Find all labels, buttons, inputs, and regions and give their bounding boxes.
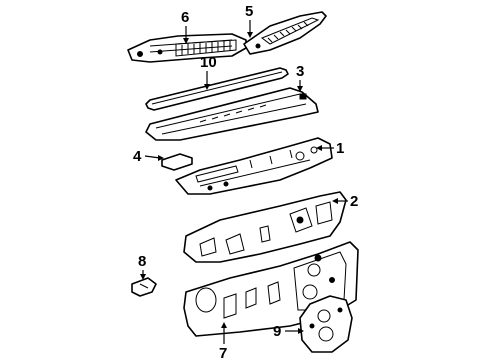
callout-6: 6 bbox=[181, 9, 189, 44]
svg-text:2: 2 bbox=[350, 193, 358, 210]
callout-2: 2 bbox=[332, 193, 358, 210]
svg-text:8: 8 bbox=[138, 253, 146, 270]
callout-3: 3 bbox=[296, 63, 304, 92]
svg-text:7: 7 bbox=[219, 345, 227, 360]
svg-text:3: 3 bbox=[296, 63, 304, 80]
callout-7: 7 bbox=[219, 322, 227, 360]
part-9-plate bbox=[299, 295, 353, 353]
svg-text:6: 6 bbox=[181, 9, 189, 26]
svg-text:4: 4 bbox=[133, 148, 142, 165]
part-10-weatherstrip bbox=[145, 67, 289, 111]
callout-9: 9 bbox=[273, 323, 304, 340]
part-4-insulator-pad bbox=[161, 153, 193, 171]
svg-text:5: 5 bbox=[245, 3, 253, 20]
svg-text:10: 10 bbox=[200, 54, 217, 71]
part-3-cowl-top-panel bbox=[145, 87, 319, 141]
part-1-cowl-panel bbox=[175, 137, 333, 195]
svg-text:9: 9 bbox=[273, 323, 281, 340]
callout-8: 8 bbox=[138, 253, 146, 280]
callout-1: 1 bbox=[316, 140, 344, 157]
callout-10: 10 bbox=[200, 54, 217, 90]
part-2-dash-panel bbox=[183, 191, 347, 263]
part-5-right-cowl-grille bbox=[243, 11, 327, 55]
callout-5: 5 bbox=[245, 3, 253, 38]
part-8-clip bbox=[131, 277, 157, 297]
callout-4: 4 bbox=[133, 148, 164, 165]
svg-text:1: 1 bbox=[336, 140, 344, 157]
